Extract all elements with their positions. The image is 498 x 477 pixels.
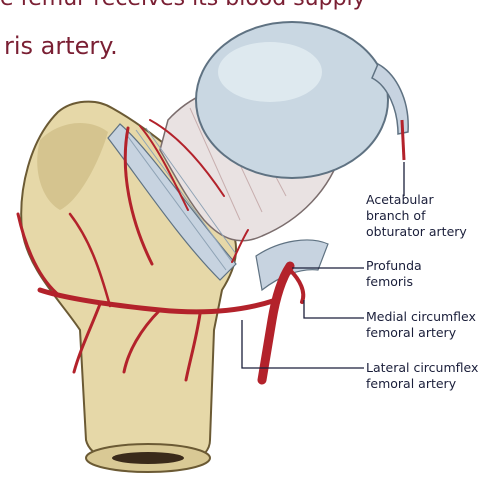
leader-lateral xyxy=(242,320,364,368)
medullary-cavity xyxy=(112,452,184,464)
label-profunda-femoris: Profunda femoris xyxy=(366,258,422,290)
label-lateral-circumflex: Lateral circumflex femoral artery xyxy=(366,360,478,392)
medial-circumflex-artery xyxy=(290,270,303,302)
leader-medial xyxy=(304,300,364,318)
label-medial-circumflex: Medial circumflex femoral artery xyxy=(366,309,476,341)
label-acetabular-branch: Acetabular branch of obturator artery xyxy=(366,192,467,240)
